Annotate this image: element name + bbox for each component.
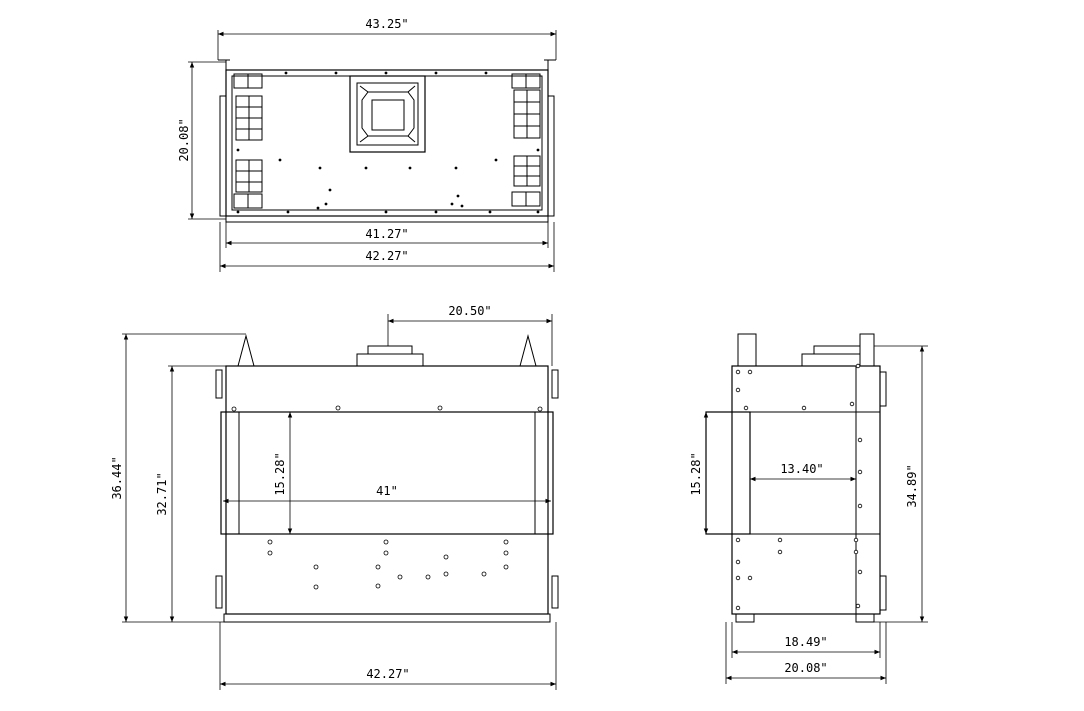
top-dimensions: 43.25" 20.08" 41.27" 42.27" bbox=[177, 17, 557, 272]
front-width-label: 42.27" bbox=[366, 667, 409, 681]
side-height-overall-label: 34.89" bbox=[905, 464, 919, 507]
front-opening-width-label: 41" bbox=[376, 484, 398, 498]
front-view: 20.50" 36.44" 32.71" 15.28" 41" 42.27" bbox=[110, 304, 559, 690]
side-opening-depth-label: 13.40" bbox=[780, 462, 823, 476]
top-right-louvers bbox=[511, 73, 541, 207]
front-height-overall-label: 36.44" bbox=[110, 456, 124, 499]
front-height-body-label: 32.71" bbox=[155, 472, 169, 515]
front-opening-height-label: 15.28" bbox=[273, 452, 287, 495]
side-dimensions: 15.28" 13.40" 34.89" 18.49" 20.08" bbox=[689, 345, 928, 684]
side-view-body bbox=[705, 333, 887, 623]
side-depth-label: 20.08" bbox=[784, 661, 827, 675]
front-vent-offset-label: 20.50" bbox=[448, 304, 491, 318]
top-left-louvers bbox=[233, 73, 263, 209]
top-view-holes bbox=[236, 71, 540, 214]
side-view: 15.28" 13.40" 34.89" 18.49" 20.08" bbox=[689, 333, 928, 684]
side-view-holes bbox=[735, 363, 863, 611]
top-view: 43.25" 20.08" 41.27" 42.27" bbox=[177, 17, 557, 272]
front-view-body bbox=[215, 334, 559, 623]
side-opening-height-label: 15.28" bbox=[689, 452, 703, 495]
top-vent-collar bbox=[349, 75, 426, 153]
top-width-outer-label: 42.27" bbox=[365, 249, 408, 263]
side-base-depth-label: 18.49" bbox=[784, 635, 827, 649]
top-width-inner-label: 41.27" bbox=[365, 227, 408, 241]
top-depth-label: 20.08" bbox=[177, 118, 191, 161]
front-dimensions: 20.50" 36.44" 32.71" 15.28" 41" 42.27" bbox=[110, 304, 557, 690]
top-view-outline bbox=[218, 59, 556, 223]
top-width-overall-label: 43.25" bbox=[365, 17, 408, 31]
front-view-holes bbox=[231, 405, 543, 590]
